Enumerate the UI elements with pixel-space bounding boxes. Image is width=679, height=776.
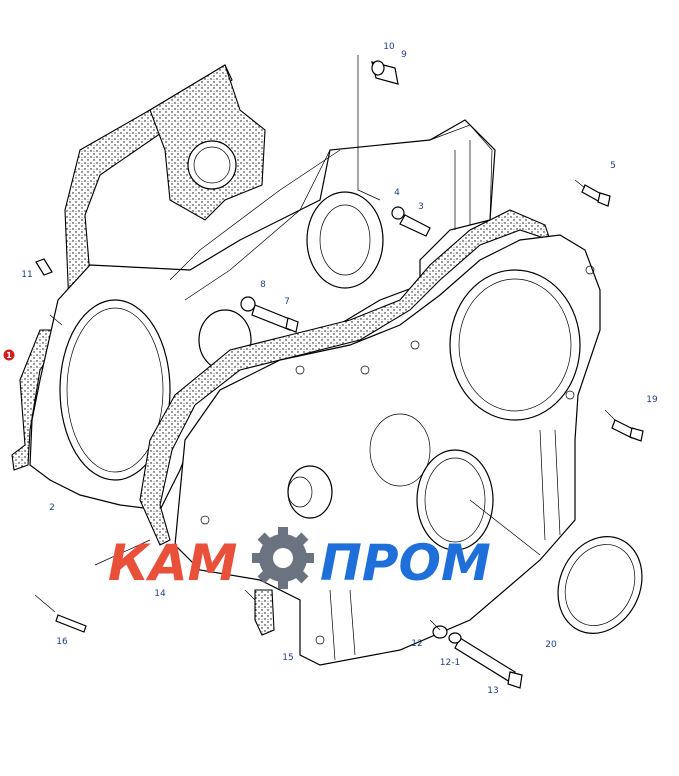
oil-seal <box>557 536 643 634</box>
washer-10 <box>371 60 385 76</box>
callout-19: 19 <box>646 395 658 405</box>
bolt-13 <box>432 625 523 689</box>
callout-2: 2 <box>49 503 55 513</box>
bolt-7 <box>240 296 299 333</box>
callout-9: 9 <box>401 50 407 60</box>
cover-boss <box>369 413 431 487</box>
leader-lines <box>34 55 616 631</box>
callout-13: 13 <box>487 686 498 696</box>
washer-4 <box>391 206 405 220</box>
callout-7: 7 <box>284 297 290 307</box>
callout-1-badge <box>3 349 15 361</box>
callout-5: 5 <box>610 161 616 171</box>
cover-rib <box>329 429 561 661</box>
rear-gasket-hole-inner <box>193 146 231 184</box>
bolt-3 <box>391 206 431 237</box>
callout-14: 14 <box>154 589 166 599</box>
bolt-hole <box>200 515 210 525</box>
callout-8: 8 <box>260 280 266 290</box>
watermark-logo: КАМ ПРОМ <box>108 527 491 592</box>
callout-3: 3 <box>418 202 424 212</box>
large-bore-inner <box>66 307 164 473</box>
callout-4: 4 <box>394 188 400 198</box>
callout-11: 11 <box>21 270 32 280</box>
washer-12 <box>432 625 448 639</box>
callout-1: 1 <box>6 351 12 360</box>
bolt-hole <box>315 635 325 645</box>
housing-rib <box>184 149 331 301</box>
rear-gasket-hole <box>187 140 237 190</box>
bolt-hole <box>295 365 305 375</box>
dowel-11 <box>35 258 53 276</box>
upper-bore-inner <box>319 204 371 276</box>
upper-bore <box>306 191 384 289</box>
callout-20: 20 <box>545 640 557 650</box>
callout-10: 10 <box>383 42 395 52</box>
front-gasket <box>139 209 551 546</box>
oil-seal-inner <box>564 544 636 626</box>
watermark-left-text: КАМ <box>108 534 237 592</box>
washer-12-1 <box>448 632 462 644</box>
plug-9 <box>371 60 399 85</box>
dowel-16 <box>55 614 87 633</box>
callout-12: 12 <box>411 639 422 649</box>
seal-bore-inner <box>424 457 486 543</box>
bolt-hole <box>565 390 575 400</box>
large-bore <box>59 299 171 481</box>
pump-bore <box>449 269 581 421</box>
housing-rib-2 <box>169 149 341 281</box>
bolt-19 <box>611 419 644 442</box>
inspection-port-inner <box>287 476 313 508</box>
callout-15: 15 <box>282 653 293 663</box>
callout-12-1: 12-1 <box>440 658 460 668</box>
housing-side <box>429 124 493 230</box>
bolt-hole <box>410 340 420 350</box>
pump-bore-inner <box>458 278 572 412</box>
gasket-tab <box>254 589 275 636</box>
callout-16: 16 <box>56 637 68 647</box>
seal-bore <box>416 449 494 551</box>
bolt-5 <box>581 184 611 207</box>
bolt-hole <box>360 365 370 375</box>
washer-8 <box>240 296 256 312</box>
inspection-port <box>287 465 333 519</box>
watermark-right-text: ПРОМ <box>320 534 491 592</box>
gear-icon <box>252 527 314 589</box>
bolt-hole <box>585 265 595 275</box>
